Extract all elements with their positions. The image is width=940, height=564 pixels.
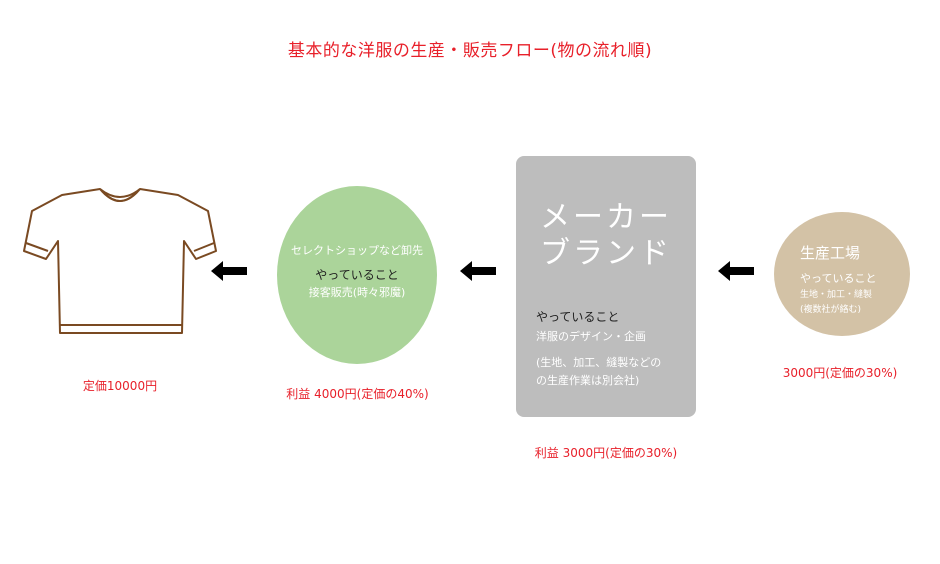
tshirt-icon <box>23 188 217 334</box>
shop-node: セレクトショップなど卸先 やっていること 接客販売(時々邪魔) <box>277 186 437 364</box>
brand-note-line2: の生産作業は別会社) <box>536 374 640 387</box>
factory-node: 生産工場 やっていること 生地・加工・縫製 (複数社が絡む) <box>774 212 910 336</box>
shop-todo-label: やっていること <box>315 268 399 282</box>
brand-title: メーカー ブランド <box>516 200 696 272</box>
brand-todo-label: やっていること <box>536 310 620 324</box>
brand-todo-desc: 洋服のデザイン・企画 <box>536 330 646 343</box>
brand-title-line2: ブランド <box>540 236 672 271</box>
shop-profit: 利益 4000円(定価の40%) <box>286 387 429 401</box>
factory-title: 生産工場 <box>800 244 861 262</box>
page-title: 基本的な洋服の生産・販売フロー(物の流れ順) <box>287 41 653 61</box>
retail-price: 定価10000円 <box>82 379 158 393</box>
brand-profit: 利益 3000円(定価の30%) <box>534 446 678 460</box>
arrow-left-icon <box>718 261 754 281</box>
factory-todo-label: やっていること <box>800 272 877 285</box>
shop-title: セレクトショップなど卸先 <box>291 244 423 257</box>
arrow-left-icon <box>211 261 247 281</box>
brand-note-line1: (生地、加工、縫製などの <box>536 356 662 369</box>
brand-title-line1: メーカー <box>540 200 672 235</box>
arrow-left-icon <box>460 261 496 281</box>
brand-note: (生地、加工、縫製などの の生産作業は別会社) <box>536 354 661 390</box>
factory-todo-line1: 生地・加工・縫製 <box>800 290 873 300</box>
factory-todo-desc: 生地・加工・縫製 (複数社が絡む) <box>800 288 896 318</box>
brand-node: メーカー ブランド やっていること 洋服のデザイン・企画 (生地、加工、縫製など… <box>516 156 696 417</box>
factory-cost: 3000円(定価の30%) <box>782 366 898 380</box>
shop-todo-desc: 接客販売(時々邪魔) <box>308 286 406 299</box>
factory-todo-line2: (複数社が絡む) <box>800 305 862 315</box>
